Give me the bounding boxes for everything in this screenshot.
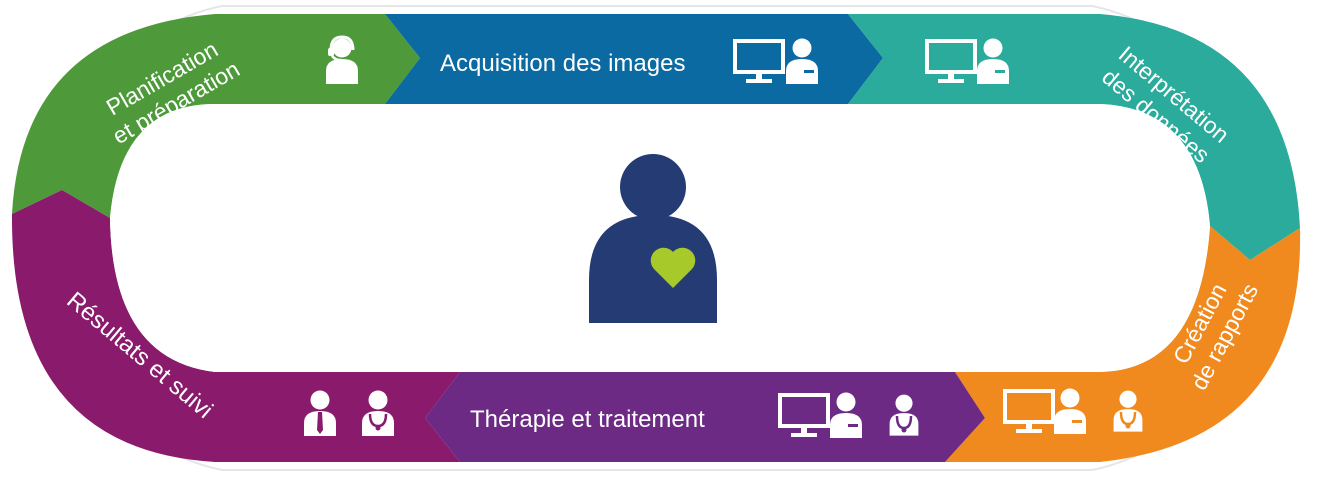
stage-label-therapy: Thérapie et traitement: [470, 406, 705, 433]
patient-heart-icon: [589, 154, 717, 323]
stage-segment-results[interactable]: [11, 190, 460, 462]
doctor-stethoscope-icon: [889, 394, 919, 436]
doctor-stethoscope-icon: [362, 390, 394, 436]
stage-label-acquisition: Acquisition des images: [440, 50, 685, 77]
stage-segment-interpretation[interactable]: [848, 14, 1300, 260]
stage-segment-planning[interactable]: [12, 14, 420, 218]
businessman-icon: [304, 390, 336, 436]
clinician-icon: [786, 38, 818, 84]
doctor-stethoscope-icon: [1113, 390, 1143, 432]
clinician-icon: [977, 38, 1009, 84]
heart-icon: [650, 247, 696, 288]
headset-user-icon: [326, 35, 358, 84]
clinician-icon: [830, 392, 862, 438]
stage-segment-reporting[interactable]: [945, 226, 1301, 462]
clinician-icon: [1054, 388, 1086, 434]
